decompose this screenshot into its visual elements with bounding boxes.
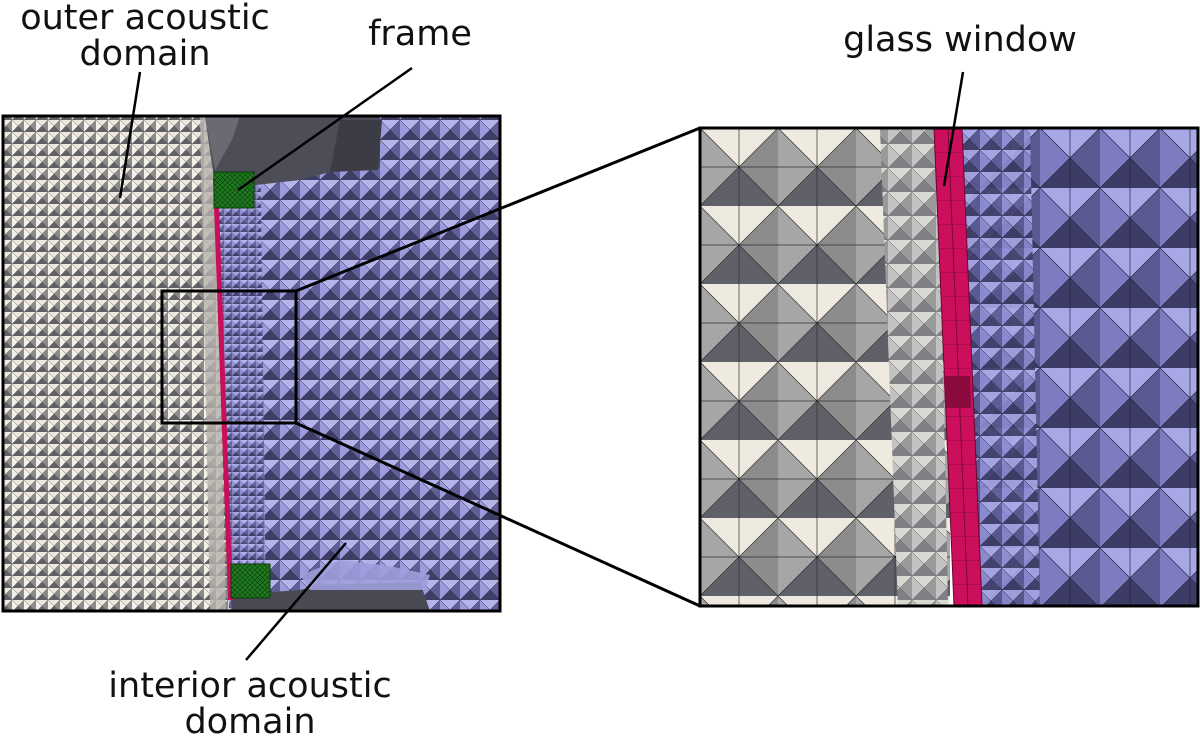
top-recess bbox=[330, 120, 382, 172]
outer-transition-shade bbox=[880, 128, 948, 606]
leader-frame bbox=[237, 66, 413, 192]
leader-outer-acoustic bbox=[118, 71, 142, 199]
top-grey-surface bbox=[205, 116, 240, 170]
glass-window-zoom-outline bbox=[933, 128, 983, 606]
label-frame: frame bbox=[368, 14, 472, 54]
zoom-connector-top bbox=[295, 126, 701, 293]
frame-top bbox=[213, 171, 255, 209]
glass-window-zoom-midline bbox=[947, 128, 969, 606]
leader-glass-window bbox=[942, 71, 965, 187]
zoom-selection-box bbox=[160, 289, 298, 425]
overview-border bbox=[1, 114, 502, 613]
label-outer-acoustic-line2: domain bbox=[79, 34, 211, 74]
leader-interior-acoustic bbox=[245, 542, 347, 661]
label-outer-acoustic-line1: outer acoustic bbox=[20, 0, 270, 38]
glass-window-dark-cell bbox=[944, 376, 971, 408]
frame-bottom bbox=[230, 563, 271, 599]
bottom-mesh-bulge bbox=[300, 560, 430, 590]
glass-window-strip bbox=[213, 178, 233, 600]
transition-band bbox=[200, 116, 226, 611]
outer-transition-zoom-mesh bbox=[880, 128, 948, 606]
label-outer-acoustic: outer acoustic domain bbox=[0, 0, 290, 72]
label-interior-acoustic-line2: domain bbox=[184, 702, 316, 742]
interior-fine-zoom-mesh bbox=[960, 128, 1040, 606]
label-glass-window: glass window bbox=[843, 20, 1077, 60]
label-interior-acoustic: interior acoustic domain bbox=[70, 668, 430, 740]
zoom-border bbox=[698, 126, 1200, 608]
overview-panel bbox=[3, 116, 500, 611]
interior-acoustic-mesh bbox=[214, 116, 500, 611]
label-interior-acoustic-line1: interior acoustic bbox=[108, 666, 392, 706]
zoom-connector-bottom bbox=[295, 421, 701, 608]
zoom-panel bbox=[700, 128, 1198, 606]
